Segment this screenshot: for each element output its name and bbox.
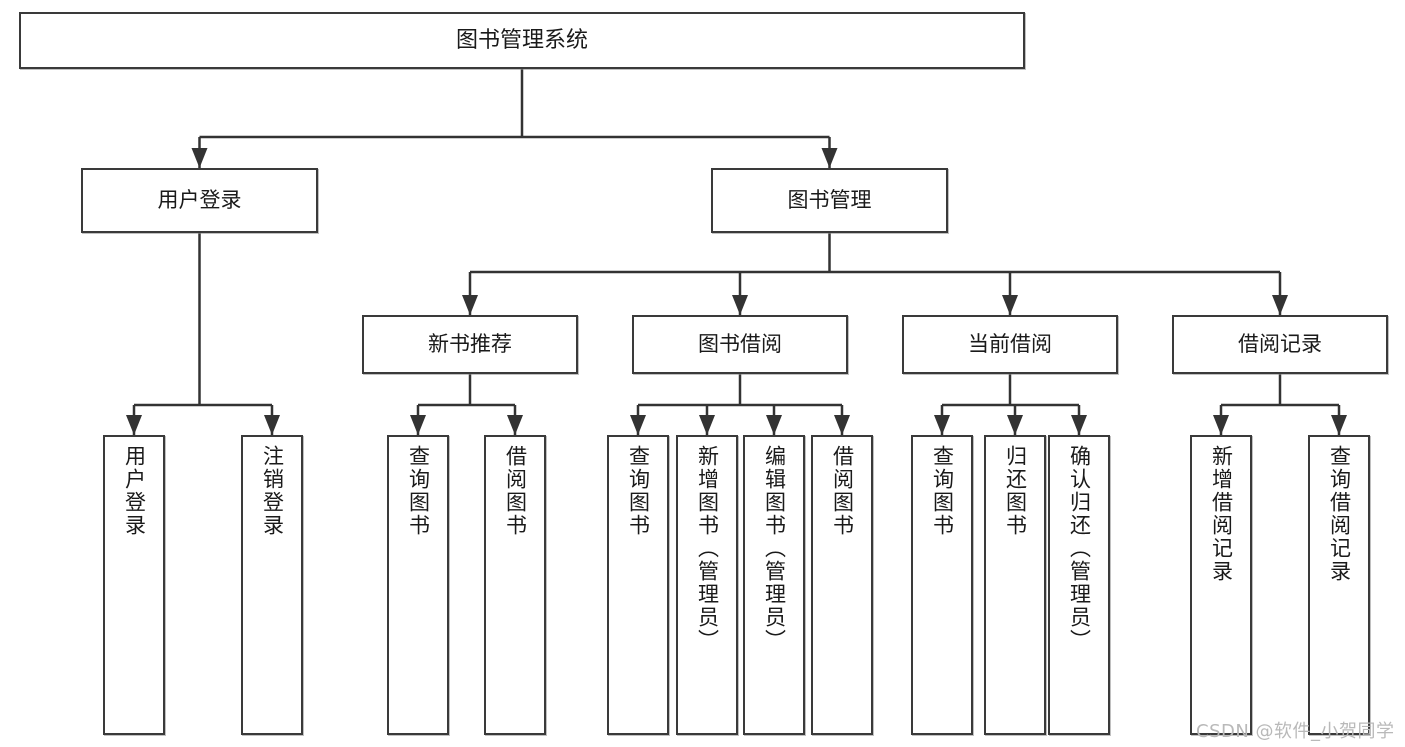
node-l2-user-login[interactable]: 用户登录 bbox=[81, 168, 318, 233]
node-l3-record[interactable]: 借阅记录 bbox=[1172, 315, 1388, 374]
node-label: 确认归还（管理员） bbox=[1067, 445, 1092, 652]
node-leaf-user-login[interactable]: 用户登录 bbox=[103, 435, 165, 735]
arrowhead-icon bbox=[699, 415, 715, 435]
node-label: 借阅记录 bbox=[1238, 332, 1322, 357]
node-label: 用户登录 bbox=[122, 445, 147, 537]
arrowhead-icon bbox=[1007, 415, 1023, 435]
node-label: 新增图书（管理员） bbox=[695, 445, 720, 652]
node-label: 新书推荐 bbox=[428, 332, 512, 357]
node-leaf-cur-return[interactable]: 归还图书 bbox=[984, 435, 1046, 735]
arrowhead-icon bbox=[462, 295, 478, 315]
node-label: 新增借阅记录 bbox=[1209, 445, 1234, 583]
node-label: 查询图书 bbox=[930, 445, 955, 537]
arrowhead-icon bbox=[1213, 415, 1229, 435]
node-label: 编辑图书（管理员） bbox=[762, 445, 787, 652]
node-label: 借阅图书 bbox=[830, 445, 855, 537]
node-label: 图书管理 bbox=[787, 188, 872, 213]
node-l2-book-manage[interactable]: 图书管理 bbox=[711, 168, 948, 233]
arrowhead-icon bbox=[766, 415, 782, 435]
node-leaf-bk-add[interactable]: 新增图书（管理员） bbox=[676, 435, 738, 735]
arrowhead-icon bbox=[410, 415, 426, 435]
arrowhead-icon bbox=[507, 415, 523, 435]
node-leaf-bk-borrow[interactable]: 借阅图书 bbox=[811, 435, 873, 735]
node-leaf-bk-query[interactable]: 查询图书 bbox=[607, 435, 669, 735]
arrowhead-icon bbox=[630, 415, 646, 435]
node-label: 借阅图书 bbox=[503, 445, 528, 537]
node-label: 查询图书 bbox=[406, 445, 431, 537]
node-leaf-nb-borrow[interactable]: 借阅图书 bbox=[484, 435, 546, 735]
node-label: 查询借阅记录 bbox=[1327, 445, 1352, 583]
watermark: CSDN @软件_小贺同学 bbox=[1196, 721, 1395, 742]
node-label: 图书借阅 bbox=[698, 332, 782, 357]
node-label: 查询图书 bbox=[626, 445, 651, 537]
arrowhead-icon bbox=[264, 415, 280, 435]
arrowhead-icon bbox=[1002, 295, 1018, 315]
arrowhead-icon bbox=[821, 148, 838, 168]
node-leaf-cur-confirm[interactable]: 确认归还（管理员） bbox=[1048, 435, 1110, 735]
arrowhead-icon bbox=[732, 295, 748, 315]
arrowhead-icon bbox=[191, 148, 208, 168]
node-leaf-bk-edit[interactable]: 编辑图书（管理员） bbox=[743, 435, 805, 735]
node-l3-new-book[interactable]: 新书推荐 bbox=[362, 315, 578, 374]
arrowhead-icon bbox=[834, 415, 850, 435]
node-label: 注销登录 bbox=[260, 445, 285, 537]
node-leaf-cur-query[interactable]: 查询图书 bbox=[911, 435, 973, 735]
arrowhead-icon bbox=[1071, 415, 1087, 435]
node-label: 当前借阅 bbox=[968, 332, 1052, 357]
node-label: 图书管理系统 bbox=[455, 27, 588, 53]
node-label: 归还图书 bbox=[1003, 445, 1028, 537]
arrowhead-icon bbox=[1272, 295, 1288, 315]
node-l3-current[interactable]: 当前借阅 bbox=[902, 315, 1118, 374]
arrowhead-icon bbox=[126, 415, 142, 435]
node-l3-borrow[interactable]: 图书借阅 bbox=[632, 315, 848, 374]
arrowhead-icon bbox=[1331, 415, 1347, 435]
node-leaf-rec-add[interactable]: 新增借阅记录 bbox=[1190, 435, 1252, 735]
arrowhead-icon bbox=[934, 415, 950, 435]
node-leaf-logout[interactable]: 注销登录 bbox=[241, 435, 303, 735]
node-root[interactable]: 图书管理系统 bbox=[19, 12, 1025, 69]
node-leaf-nb-query[interactable]: 查询图书 bbox=[387, 435, 449, 735]
node-label: 用户登录 bbox=[157, 188, 242, 213]
node-leaf-rec-query[interactable]: 查询借阅记录 bbox=[1308, 435, 1370, 735]
